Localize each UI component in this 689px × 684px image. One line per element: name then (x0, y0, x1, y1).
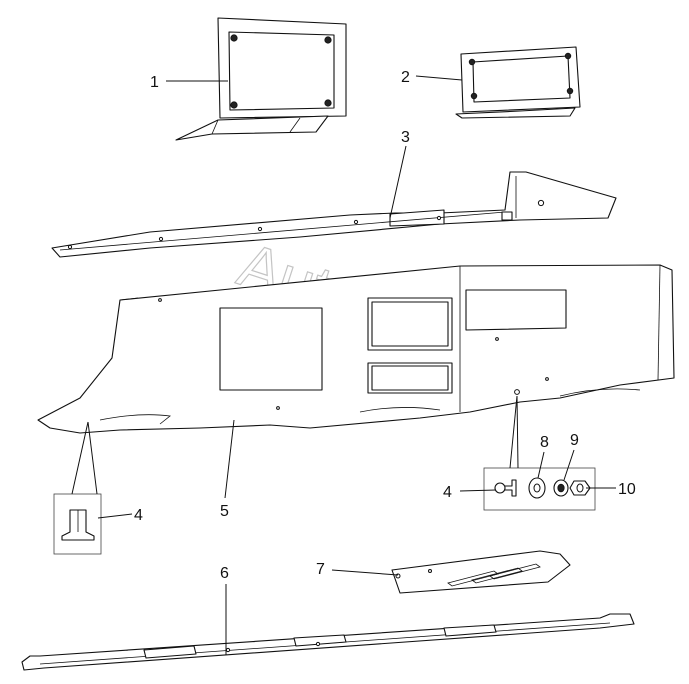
callout-8: 8 (540, 434, 549, 451)
callout-1: 1 (150, 74, 159, 91)
callout-3: 3 (401, 129, 410, 146)
fastener-box-left (53, 421, 102, 555)
callout-4-left: 4 (134, 507, 143, 524)
part-5-dashboard-panel (37, 264, 675, 434)
part-7-vented-bracket (391, 550, 571, 594)
leader-lines (97, 75, 616, 655)
callout-4-right: 4 (443, 484, 452, 501)
callout-6: 6 (220, 565, 229, 582)
callout-5: 5 (220, 503, 229, 520)
part-3-long-rail (51, 171, 617, 258)
callout-10: 10 (618, 481, 636, 498)
callout-7: 7 (316, 561, 325, 578)
part-2-small-plate (455, 46, 581, 119)
callout-labels: 1 2 3 4 5 6 7 4 8 9 10 (134, 69, 636, 582)
fastener-box-right (483, 395, 596, 511)
part-1-frame-bracket (175, 17, 347, 141)
callout-2: 2 (401, 69, 410, 86)
callout-9: 9 (570, 432, 579, 449)
part-6-long-strip (21, 613, 635, 671)
